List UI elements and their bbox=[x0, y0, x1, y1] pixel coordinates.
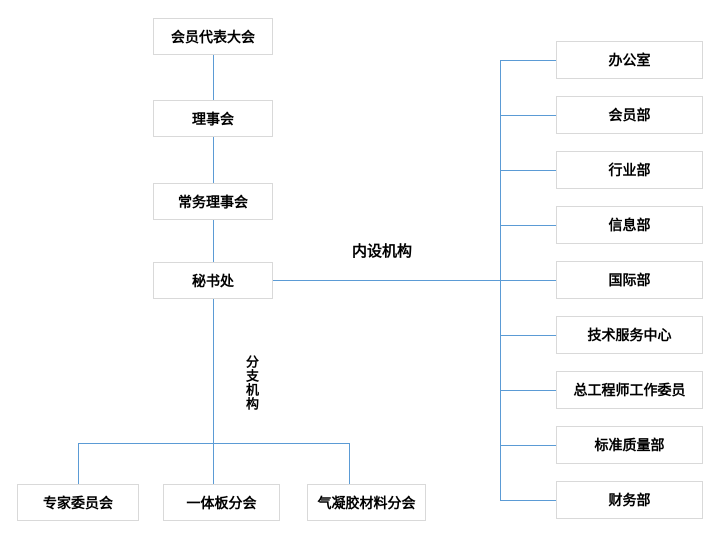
connector-line bbox=[273, 280, 556, 281]
connector-line bbox=[500, 225, 556, 226]
node-council: 理事会 bbox=[153, 100, 273, 137]
node-chief-engineer-committee: 总工程师工作委员 bbox=[556, 371, 703, 409]
node-standards-quality-dept: 标准质量部 bbox=[556, 426, 703, 464]
node-industry-dept: 行业部 bbox=[556, 151, 703, 189]
connector-line bbox=[78, 443, 79, 484]
connector-line bbox=[213, 55, 214, 100]
connector-line bbox=[500, 115, 556, 116]
connector-line bbox=[349, 443, 350, 484]
node-information-dept: 信息部 bbox=[556, 206, 703, 244]
connector-line bbox=[500, 445, 556, 446]
connector-line bbox=[213, 443, 214, 484]
node-aerogel-materials-branch: 气凝胶材料分会 bbox=[307, 484, 426, 521]
node-international-dept: 国际部 bbox=[556, 261, 703, 299]
connector-line bbox=[213, 299, 214, 443]
node-office: 办公室 bbox=[556, 41, 703, 79]
branch-orgs-label: 分支机构 bbox=[244, 355, 259, 411]
internal-orgs-label: 内设机构 bbox=[352, 243, 413, 260]
connector-line bbox=[500, 60, 501, 500]
connector-line bbox=[500, 170, 556, 171]
node-integrated-panel-branch: 一体板分会 bbox=[163, 484, 280, 521]
connector-line bbox=[500, 335, 556, 336]
node-secretariat: 秘书处 bbox=[153, 262, 273, 299]
node-expert-committee: 专家委员会 bbox=[17, 484, 139, 521]
connector-line bbox=[213, 137, 214, 183]
node-standing-council: 常务理事会 bbox=[153, 183, 273, 220]
connector-line bbox=[500, 500, 556, 501]
node-tech-service-center: 技术服务中心 bbox=[556, 316, 703, 354]
connector-line bbox=[500, 60, 556, 61]
node-membership-dept: 会员部 bbox=[556, 96, 703, 134]
connector-line bbox=[213, 220, 214, 262]
connector-line bbox=[500, 390, 556, 391]
node-member-congress: 会员代表大会 bbox=[153, 18, 273, 55]
node-finance-dept: 财务部 bbox=[556, 481, 703, 519]
